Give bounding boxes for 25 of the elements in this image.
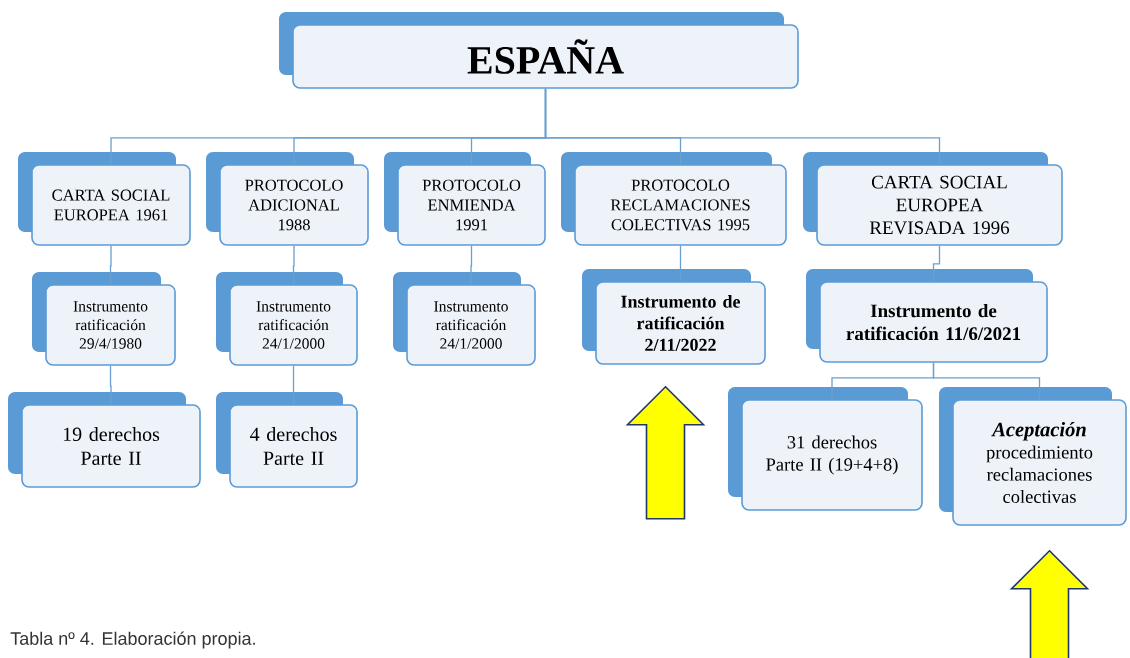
connector-line <box>292 365 295 405</box>
connector-line <box>544 88 941 165</box>
connector-line <box>109 245 112 285</box>
acceptance-box: Aceptación procedimiento reclamaciones colectivas <box>939 387 1127 526</box>
rights-box: 19 derechos Parte II <box>8 392 201 488</box>
caption: Tabla nº 4. Elaboración propia. <box>10 631 255 649</box>
connector-line <box>679 245 682 282</box>
connector-line <box>470 245 473 285</box>
treaty-box: PROTOCOLO RECLAMACIONES COLECTIVAS 1995 <box>561 152 787 246</box>
treaty-box: PROTOCOLO ADICIONAL 1988 <box>206 152 369 246</box>
connector-line <box>292 245 295 285</box>
treaty-box: CARTA SOCIAL EUROPEA REVISADA 1996 <box>803 152 1063 246</box>
rights-box: 31 derechos Parte II (19+4+8) <box>728 387 923 511</box>
ratification-box: Instrumento ratificación 29/4/1980 <box>32 272 176 366</box>
connector-line <box>109 365 112 405</box>
title-box: ESPAÑA <box>279 12 799 89</box>
treaty-box: CARTA SOCIAL EUROPEA 1961 <box>18 152 191 246</box>
ratification-box: Instrumento ratificación 24/1/2000 <box>393 272 536 366</box>
ratification-box: Instrumento ratificación 24/1/2000 <box>216 272 358 366</box>
ratification-box: Instrumento de ratificación 11/6/2021 <box>806 269 1048 363</box>
ratification-box: Instrumento de ratificación 2/11/2022 <box>582 269 766 365</box>
connector-line <box>932 245 941 282</box>
treaty-box: PROTOCOLO ENMIENDA 1991 <box>384 152 546 246</box>
connector-line <box>932 362 1041 400</box>
rights-box: 4 derechos Parte II <box>216 392 358 488</box>
